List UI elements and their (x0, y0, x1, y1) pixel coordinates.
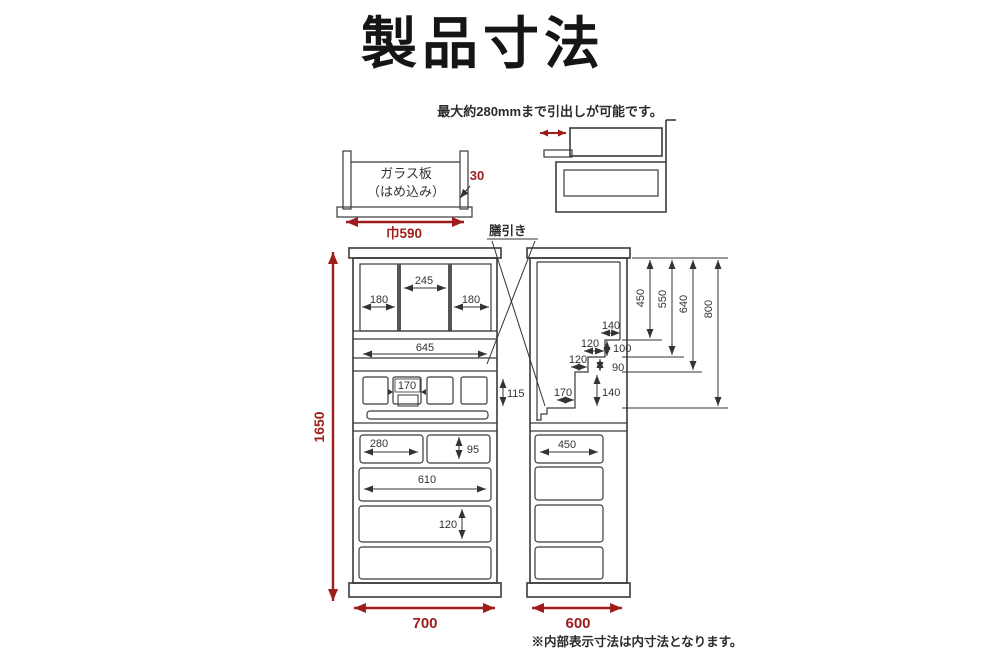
dim-step-top-height: 100 (613, 343, 631, 355)
dim-total-height: 1650 (311, 411, 327, 442)
dim-total-width: 700 (412, 615, 437, 632)
dim-small-row-height: 115 (507, 388, 525, 400)
dim-depth-550: 550 (657, 290, 669, 308)
drawer-pullout-detail (540, 119, 676, 213)
glass-label: ガラス板 (380, 166, 432, 181)
glass-thickness-dim: 30 (470, 168, 484, 183)
dim-drawer-610: 610 (418, 474, 436, 486)
footer-note: ※内部表示寸法は内寸法となります。 (532, 634, 743, 649)
dim-step-mid-width: 120 (581, 338, 599, 350)
zenbiki-callout: 膳引き (486, 223, 546, 407)
dim-step-mid-height: 90 (612, 362, 624, 374)
max-pullout-note: 最大約280mmまで引出しが可能です。 (437, 104, 663, 119)
glass-shelf-detail: ガラス板 （はめ込み） 30 巾590 (336, 150, 484, 241)
dim-depth-450: 450 (635, 289, 647, 307)
dim-top-left-width: 180 (370, 294, 388, 306)
page-title: 製品寸法 (361, 14, 605, 76)
glass-width-dim: 巾590 (386, 225, 422, 241)
dim-drawer-depth: 450 (558, 439, 576, 451)
dim-drawer-95: 95 (467, 444, 479, 456)
step-profile (537, 339, 620, 421)
dim-top-center-width: 245 (415, 275, 433, 287)
side-view: 140 120 100 120 90 170 140 450 550 640 8… (526, 247, 728, 632)
dim-depth-640: 640 (678, 295, 690, 313)
dim-top-right-width: 180 (462, 294, 480, 306)
dim-drawer-120: 120 (439, 519, 457, 531)
dim-tray-depth: 170 (554, 387, 572, 399)
dim-total-depth: 600 (565, 615, 590, 632)
front-view: 245 180 180 645 170 280 95 610 120 115 1… (311, 247, 525, 632)
dim-depth-800: 800 (703, 300, 715, 318)
zenbiki-leader-side (491, 240, 546, 407)
dim-small-drawer-width: 170 (398, 380, 416, 392)
zenbiki-leader-front (486, 240, 536, 365)
dim-step-height-140: 140 (602, 387, 620, 399)
dim-step-low-width: 120 (569, 354, 587, 366)
dim-shelf-width: 645 (416, 342, 434, 354)
glass-fit-label: （はめ込み） (367, 184, 445, 199)
dim-step-top-width: 140 (602, 320, 620, 332)
dim-drawer-280: 280 (370, 438, 388, 450)
zenbiki-label: 膳引き (489, 223, 527, 238)
